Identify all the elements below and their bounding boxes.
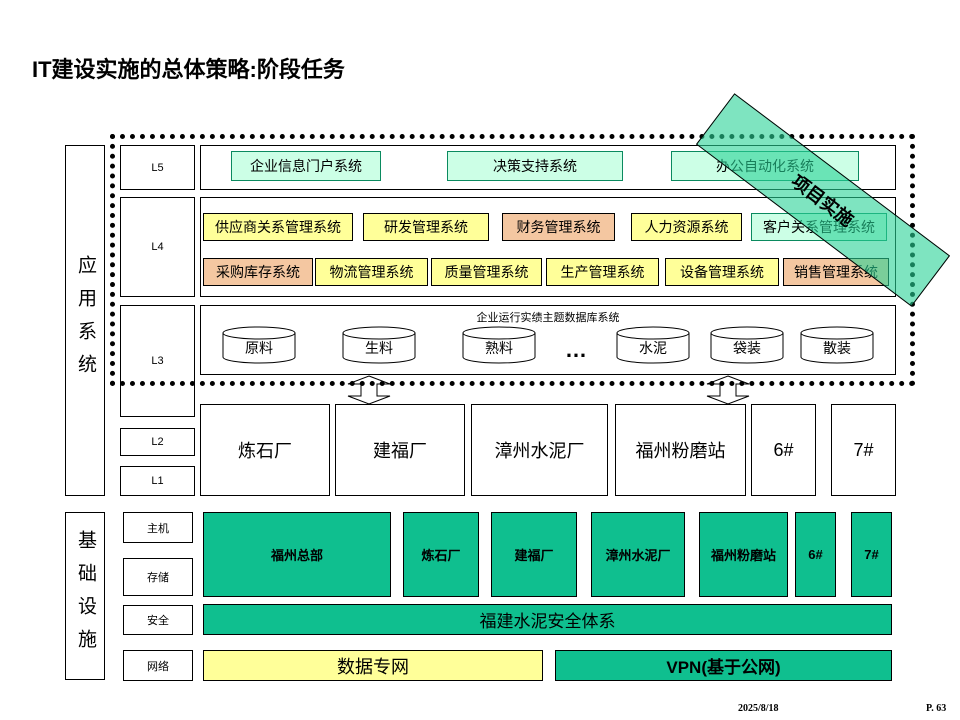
cylinder-icon [800, 326, 874, 364]
level-l1: L1 [120, 466, 195, 496]
plant-fuzhou-grinding: 福州粉磨站 [615, 404, 746, 496]
db-label: 生料 [365, 340, 393, 356]
hr-system: 人力资源系统 [631, 213, 742, 241]
infrastructure-label: 基础设施 [65, 512, 105, 680]
cylinder-icon [616, 326, 690, 364]
infra-row-network: 网络 [123, 650, 193, 681]
l3-title: 企业运行实绩主题数据库系统 [476, 312, 620, 324]
database-cylinder-raw: 原料 [222, 326, 296, 364]
purchase-inventory-system: 采购库存系统 [203, 258, 313, 286]
vpn-public-network: VPN(基于公网) [555, 650, 892, 681]
security-system: 福建水泥安全体系 [203, 604, 892, 635]
page-title: IT建设实施的总体策略:阶段任务 [32, 57, 345, 82]
level-l4: L4 [120, 197, 195, 297]
ellipsis: … [565, 337, 587, 362]
infra-6: 6# [795, 512, 836, 597]
database-cylinder-rawmeal: 生料 [342, 326, 416, 364]
db-label: 水泥 [639, 340, 667, 356]
production-management-system: 生产管理系统 [546, 258, 659, 286]
database-cylinder-bagged: 袋装 [710, 326, 784, 364]
infra-lianshi: 炼石厂 [403, 512, 479, 597]
infra-row-storage: 存储 [123, 558, 193, 596]
infra-7: 7# [851, 512, 892, 597]
level-l2: L2 [120, 428, 195, 456]
footer-page: P. 63 [926, 703, 947, 714]
footer-date: 2025/8/18 [738, 703, 779, 714]
plant-jianfu: 建福厂 [335, 404, 465, 496]
db-label: 袋装 [733, 340, 761, 356]
application-systems-label: 应用系统 [65, 145, 105, 496]
cylinder-icon [342, 326, 416, 364]
plant-7: 7# [831, 404, 896, 496]
db-label: 原料 [245, 340, 273, 356]
infra-fuzhou-hq: 福州总部 [203, 512, 391, 597]
infra-zhangzhou: 漳州水泥厂 [591, 512, 685, 597]
cylinder-icon [462, 326, 536, 364]
database-cylinder-bulk: 散装 [800, 326, 874, 364]
infra-jianfu: 建福厂 [491, 512, 577, 597]
infra-row-host: 主机 [123, 512, 193, 543]
level-l3: L3 [120, 305, 195, 417]
plant-lianshi: 炼石厂 [200, 404, 330, 496]
app-label-text: 应用系统 [75, 254, 96, 387]
infra-row-security: 安全 [123, 605, 193, 635]
finance-management-system: 财务管理系统 [502, 213, 615, 241]
database-cylinder-cement: 水泥 [616, 326, 690, 364]
quality-management-system: 质量管理系统 [431, 258, 542, 286]
decision-support-system: 决策支持系统 [447, 151, 623, 181]
equipment-management-system: 设备管理系统 [665, 258, 779, 286]
data-private-network: 数据专网 [203, 650, 543, 681]
level-l5: L5 [120, 145, 195, 190]
cylinder-icon [222, 326, 296, 364]
database-cylinder-clinker: 熟料 [462, 326, 536, 364]
plant-zhangzhou: 漳州水泥厂 [471, 404, 608, 496]
infra-label-text: 基础设施 [75, 530, 96, 662]
logistics-management-system: 物流管理系统 [315, 258, 428, 286]
rd-management-system: 研发管理系统 [363, 213, 489, 241]
cylinder-icon [710, 326, 784, 364]
portal-system: 企业信息门户系统 [231, 151, 381, 181]
plant-6: 6# [751, 404, 816, 496]
db-label: 散装 [823, 340, 851, 356]
db-label: 熟料 [485, 340, 513, 356]
srm-system: 供应商关系管理系统 [203, 213, 353, 241]
infra-fuzhou-grinding: 福州粉磨站 [699, 512, 788, 597]
